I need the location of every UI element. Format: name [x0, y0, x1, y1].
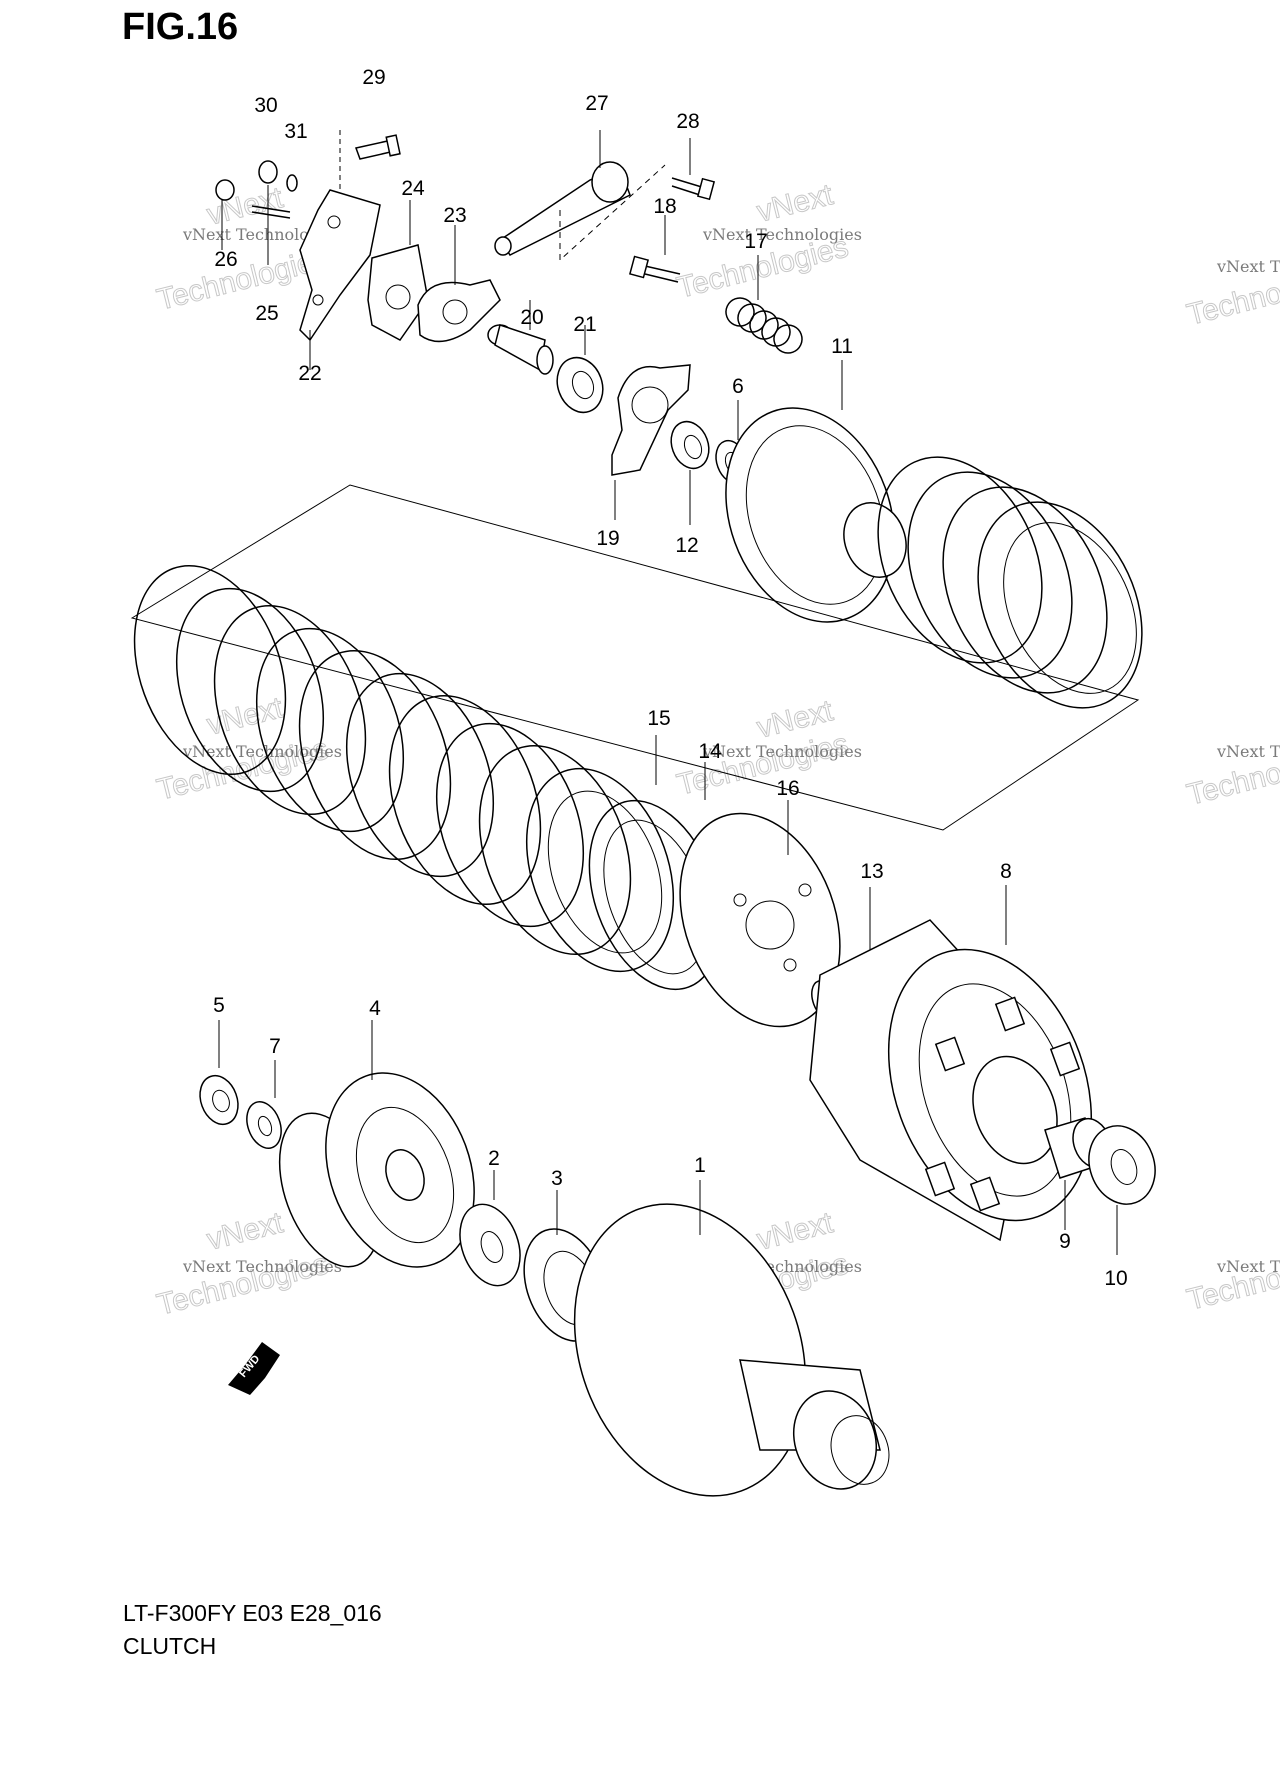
part-callout-7: 7	[269, 1035, 281, 1058]
clutch-housing-8-drawing	[809, 885, 1093, 1242]
pressure-plate-11-drawing	[725, 360, 907, 623]
primary-drum-1-drawing	[573, 1180, 890, 1497]
part-callout-8: 8	[1000, 860, 1012, 883]
release-plate-19-drawing	[611, 364, 691, 476]
watermark-vnext-text: vNext	[204, 1206, 287, 1257]
watermark-vnext-text: vNext	[754, 178, 837, 229]
bracket-22-drawing	[299, 189, 381, 342]
model-code-label: LT-F300FY E03 E28_016	[123, 1600, 382, 1626]
small-fasteners	[215, 160, 298, 265]
part-callout-1: 1	[694, 1154, 706, 1177]
bearing-12-drawing	[670, 420, 710, 525]
part-callout-29: 29	[362, 66, 385, 89]
part-callout-27: 27	[585, 92, 608, 115]
part-callout-30: 30	[254, 94, 277, 117]
bearing-2-drawing	[459, 1170, 521, 1287]
part-callout-15: 15	[647, 707, 670, 730]
section-name-label: CLUTCH	[123, 1633, 217, 1659]
part-callout-31: 31	[284, 120, 307, 143]
watermark-small-text: vNext Technologies	[1216, 257, 1280, 276]
watermark-small-text: vNext Technologies	[182, 1257, 342, 1276]
watermark-vnext-text: vNext	[754, 1206, 837, 1257]
spring-17-drawing	[725, 255, 803, 354]
part-callout-19: 19	[596, 527, 619, 550]
bolt-18-drawing	[644, 265, 681, 283]
release-mechanism	[215, 130, 803, 525]
part-callout-23: 23	[443, 204, 466, 227]
watermark: Technologies vNext Technologies	[1183, 257, 1280, 332]
watermark-small-text: vNext Technologies	[1216, 742, 1280, 761]
cam-23-drawing	[417, 279, 501, 343]
watermark-large-text: Technologies	[1184, 1242, 1280, 1316]
part-callout-16: 16	[776, 777, 799, 800]
forward-direction-marker: FWD	[228, 1342, 280, 1395]
part-callout-24: 24	[401, 177, 425, 200]
part-callout-6: 6	[732, 375, 744, 398]
washer-7-drawing	[246, 1060, 282, 1149]
pin-20-drawing	[487, 300, 554, 375]
part-callout-12: 12	[675, 534, 698, 557]
watermark: Technologies vNext Technologies	[1183, 1242, 1280, 1317]
clutch-plate-stack	[133, 564, 675, 973]
part-callout-25: 25	[255, 302, 278, 325]
watermark-small-text: vNext Technologies	[702, 742, 862, 761]
part-callout-3: 3	[551, 1167, 563, 1190]
part-callout-13: 13	[860, 860, 883, 883]
nut-5-drawing	[199, 1020, 239, 1126]
bearing-21-drawing	[556, 325, 604, 414]
plate-stack-outline	[130, 484, 1140, 831]
seat-16-drawing	[679, 800, 841, 1028]
washer-10-drawing	[1088, 1125, 1156, 1255]
watermark-small-text: vNext Technologies	[1216, 1257, 1280, 1276]
part-callout-5: 5	[213, 994, 225, 1017]
watermark: Technologies vNext Technologies	[1183, 737, 1280, 812]
bolt-29-drawing	[339, 130, 401, 200]
part-callout-20: 20	[520, 306, 543, 329]
figure-title: FIG.16	[122, 6, 239, 48]
part-callout-26: 26	[214, 248, 237, 271]
part-callout-11: 11	[831, 335, 853, 358]
part-callout-14: 14	[698, 740, 722, 763]
part-callout-9: 9	[1059, 1230, 1071, 1253]
part-callout-10: 10	[1104, 1267, 1127, 1290]
part-callout-17: 17	[744, 230, 767, 253]
watermark-small-text: vNext Technologies	[702, 225, 862, 244]
clutch-shoe-4-drawing	[278, 1020, 475, 1268]
part-callout-18: 18	[653, 195, 676, 218]
plate-24-drawing	[367, 244, 429, 341]
part-callout-22: 22	[298, 362, 321, 385]
part-callout-28: 28	[676, 110, 699, 133]
part-callout-21: 21	[573, 313, 596, 336]
part-callout-4: 4	[369, 997, 381, 1020]
upper-plate-stack	[877, 456, 1143, 709]
part-callout-2: 2	[488, 1147, 500, 1170]
